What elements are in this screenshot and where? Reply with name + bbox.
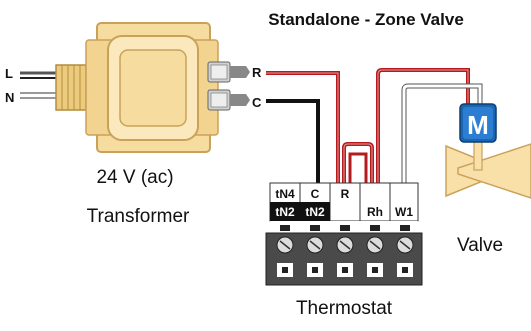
wire-r-label: R — [252, 65, 262, 80]
valve-motor — [459, 103, 497, 143]
terminal-tn2-right: tN2 — [305, 205, 325, 219]
black-wire-c — [266, 99, 320, 190]
transformer-terminals — [207, 61, 250, 111]
transformer — [55, 22, 219, 153]
terminal-rh: Rh — [367, 205, 383, 219]
valve-body — [445, 139, 531, 199]
terminal-w1: W1 — [395, 205, 413, 219]
line-label: L — [5, 66, 13, 81]
transformer-rating: 24 V (ac) — [96, 167, 173, 188]
thermostat-label: Thermostat — [296, 298, 393, 319]
neutral-label: N — [5, 90, 14, 105]
red-wire-r — [266, 71, 340, 190]
terminal-tn2-left: tN2 — [275, 205, 295, 219]
supply-wires — [20, 71, 58, 99]
wire-c-label: C — [252, 95, 262, 110]
transformer-label: Transformer — [87, 206, 190, 227]
valve-label: Valve — [457, 235, 503, 256]
terminal-r: R — [341, 187, 350, 201]
thermostat-label-block — [269, 182, 419, 222]
thermostat-terminal-block — [265, 221, 423, 286]
terminal-c: C — [311, 187, 320, 201]
terminal-tn4: tN4 — [275, 187, 295, 201]
diagram-title: Standalone - Zone Valve — [268, 10, 464, 29]
motor-label: M — [467, 110, 489, 140]
